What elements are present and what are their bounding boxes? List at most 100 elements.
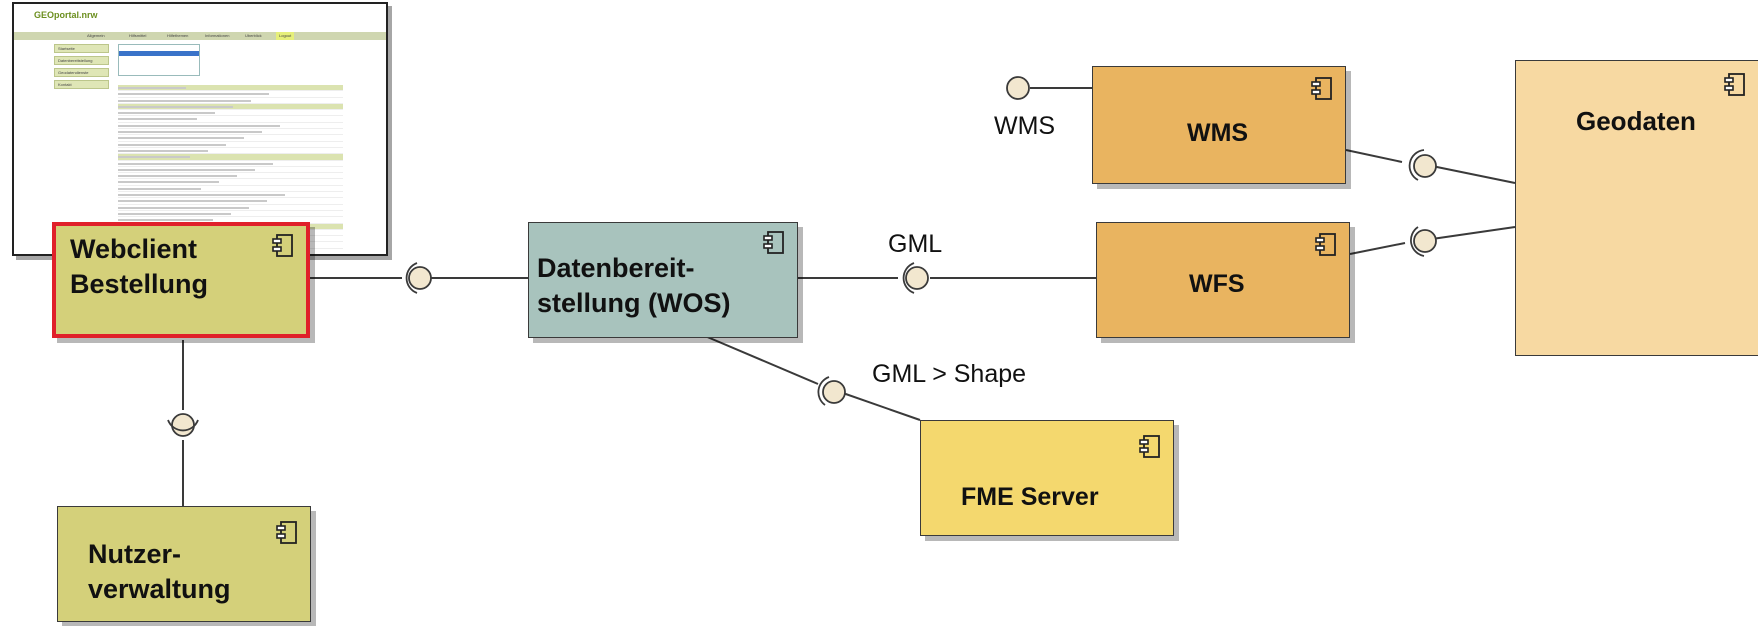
webclient-screenshot: GEOportal.nrw Allgemein Hilfsmittel Hilf… [12, 2, 388, 256]
interface-socket-gml [902, 262, 915, 294]
screenshot-row-placeholder [118, 156, 190, 159]
interface-socket-wfs-geodaten [1410, 226, 1425, 257]
component-icon [1139, 435, 1160, 458]
screenshot-sidebar-item: Datenbereitstellung [54, 56, 109, 65]
fme-server-component[interactable]: FME Server [920, 420, 1174, 536]
interface-label-gml: GML [888, 230, 943, 258]
screenshot-row-placeholder [118, 168, 256, 171]
screenshot-row-placeholder [118, 194, 285, 197]
screenshot-table-row [118, 103, 343, 111]
screenshot-row-placeholder [118, 93, 269, 96]
screenshot-table-row [118, 192, 343, 199]
screenshot-table-row [118, 205, 343, 211]
screenshot-table-row [118, 135, 343, 142]
screenshot-table-row [118, 123, 343, 130]
wfs-component[interactable]: WFS [1096, 222, 1350, 338]
connector-wfs-geodaten [1349, 242, 1406, 255]
screenshot-table-row [118, 85, 343, 92]
screenshot-row-placeholder [118, 124, 280, 127]
screenshot-table-row [118, 148, 343, 155]
screenshot-row-placeholder [118, 162, 274, 165]
component-label-line: verwaltung [88, 574, 231, 605]
screenshot-table-row [118, 186, 343, 193]
component-label-line: stellung (WOS) [537, 288, 731, 319]
component-icon [276, 521, 297, 544]
screenshot-row-placeholder [118, 118, 197, 121]
screenshot-nav-bar [14, 32, 386, 40]
interface-ball-wfs-geodaten [1413, 229, 1437, 253]
screenshot-tab: Informationen [205, 33, 230, 38]
component-icon [272, 234, 293, 257]
component-label: Datenbereit- stellung (WOS) [537, 251, 730, 321]
screenshot-brand: GEOportal.nrw [34, 10, 98, 20]
screenshot-row-placeholder [118, 181, 220, 184]
connector-geodaten-wms [1431, 165, 1516, 184]
nutzerverwaltung-component[interactable]: Nutzer- verwaltung [57, 506, 311, 622]
interface-label-gml-shape: GML > Shape [872, 360, 1027, 388]
wms-component[interactable]: WMS [1092, 66, 1346, 184]
interface-ball-wms-geodaten [1413, 154, 1437, 178]
component-label-line: Datenbereit- [537, 253, 695, 283]
screenshot-table-row [118, 110, 343, 117]
connector-wos-fme [704, 335, 819, 385]
screenshot-row-placeholder [118, 149, 208, 152]
connector-geodaten-wfs [1431, 226, 1516, 240]
component-label-line: Webclient [70, 234, 198, 264]
screenshot-row-placeholder [118, 87, 186, 89]
screenshot-row-placeholder [118, 99, 251, 102]
screenshot-row-placeholder [118, 105, 233, 108]
component-label-line: Bestellung [70, 269, 209, 300]
screenshot-row-placeholder [118, 131, 262, 134]
screenshot-row-placeholder [118, 143, 226, 146]
interface-ball-webclient-wos [408, 266, 432, 290]
connector-wms-geodaten [1345, 149, 1403, 163]
component-icon [1311, 77, 1332, 100]
component-label: Nutzer- verwaltung [88, 537, 231, 607]
screenshot-row-placeholder [118, 112, 215, 115]
screenshot-row-placeholder [118, 212, 231, 215]
screenshot-sidebar-item: Geodatendienste [54, 68, 109, 77]
screenshot-sidebar-item: Kontakt [54, 80, 109, 89]
screenshot-table-row [118, 91, 343, 98]
screenshot-table-row [118, 142, 343, 148]
interface-socket-wms-geodaten [1408, 149, 1425, 181]
screenshot-row-placeholder [118, 200, 267, 203]
component-icon [1724, 73, 1745, 96]
screenshot-table-row [118, 161, 343, 167]
component-label-line: Nutzer- [88, 539, 181, 569]
screenshot-table-row [118, 129, 343, 136]
screenshot-tab: Logout [276, 32, 295, 40]
screenshot-table-row [118, 179, 343, 186]
screenshot-table-row [118, 98, 343, 104]
screenshot-sidebar: Startseite Datenbereitstellung Geodatend… [54, 44, 109, 254]
screenshot-row-placeholder [118, 187, 202, 190]
screenshot-selected-row [119, 51, 199, 56]
interface-label-wms: WMS [994, 112, 1056, 140]
screenshot-table-row [118, 198, 343, 205]
interface-ball-nutzer [171, 413, 195, 437]
component-label: Webclient Bestellung [70, 232, 208, 302]
screenshot-tab: Allgemein [87, 33, 105, 38]
screenshot-table-row [118, 154, 343, 161]
datenbereitstellung-component[interactable]: Datenbereit- stellung (WOS) [528, 222, 798, 338]
screenshot-row-placeholder [118, 137, 244, 140]
interface-ball-wms [1006, 76, 1030, 100]
screenshot-tab: Hilfethemen [167, 33, 189, 38]
component-label: Geodaten [1576, 106, 1696, 136]
screenshot-table-row [118, 211, 343, 218]
screenshot-sidebar-item: Startseite [54, 44, 109, 53]
interface-ball-gml-shape [822, 380, 846, 404]
component-label: WFS [1189, 270, 1245, 298]
screenshot-table-row [118, 167, 343, 174]
geodaten-component[interactable]: Geodaten [1515, 60, 1758, 356]
interface-ball-gml [905, 266, 929, 290]
screenshot-row-placeholder [118, 206, 249, 209]
interface-socket-webclient-wos [405, 262, 418, 294]
screenshot-tab: Hilfsmittel [129, 33, 147, 38]
webclient-bestellung-component[interactable]: Webclient Bestellung [52, 222, 310, 338]
interface-socket-nutzer [167, 419, 199, 432]
screenshot-row-placeholder [118, 175, 238, 178]
connector-fme-socket [839, 391, 921, 421]
screenshot-table-row [118, 116, 343, 123]
